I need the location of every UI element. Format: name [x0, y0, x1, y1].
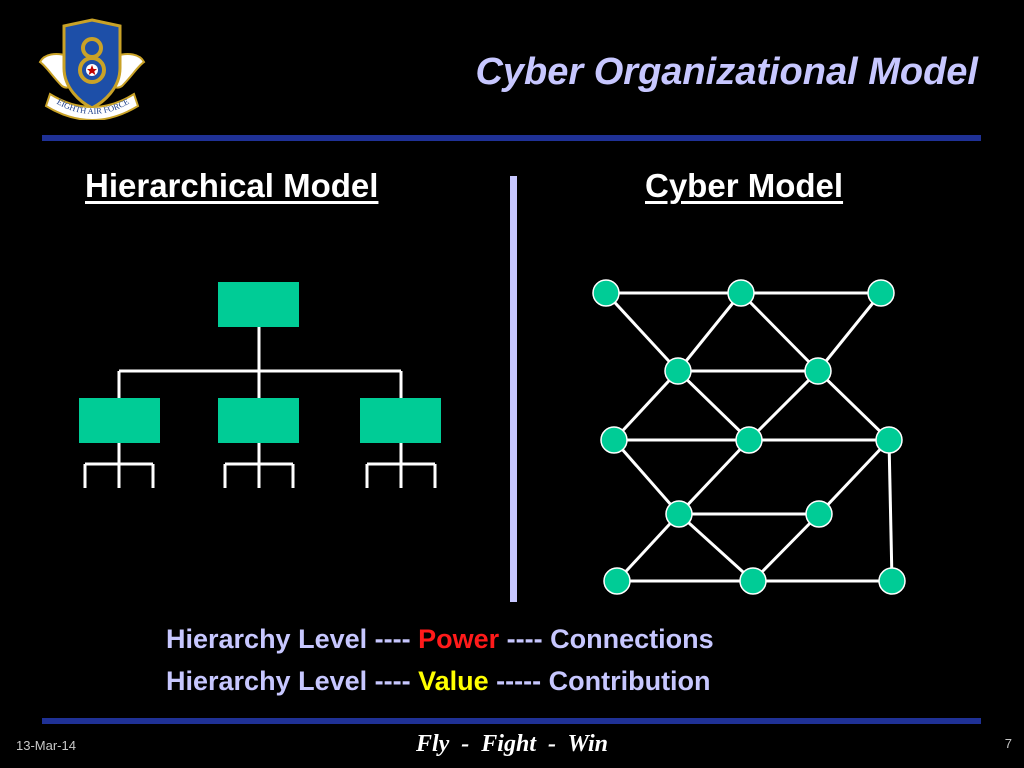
network-link — [615, 512, 681, 583]
network-link — [677, 512, 755, 583]
caption-prefix: Hierarchy Level ---- — [166, 666, 419, 696]
network-node — [804, 357, 832, 385]
network-node — [665, 500, 693, 528]
network-node — [875, 426, 903, 454]
network-link — [612, 439, 681, 515]
column-divider — [510, 176, 517, 602]
network-link — [887, 439, 894, 582]
caption-value: Hierarchy Level ---- Value ----- Contrib… — [166, 665, 711, 697]
network-link — [747, 369, 820, 442]
top-level-box — [218, 282, 299, 327]
hierarchical-model-heading: Hierarchical Model — [85, 167, 379, 204]
footer-rule — [42, 718, 981, 724]
network-node — [735, 426, 763, 454]
mid-level-box — [360, 398, 441, 443]
hierarchy-diagram — [79, 282, 441, 488]
footer-motto: Fly - Fight - Win — [415, 731, 609, 757]
network-node — [727, 279, 755, 307]
network-link — [676, 292, 743, 372]
slide-title: Cyber Organizational Model — [475, 51, 978, 93]
value-keyword: Value — [418, 666, 489, 696]
network-node — [878, 567, 906, 595]
caption-power: Hierarchy Level ---- Power ---- Connecti… — [166, 623, 714, 655]
network-link — [677, 438, 751, 516]
cyber-model-heading: Cyber Model — [645, 167, 844, 204]
network-link — [739, 291, 820, 373]
power-keyword: Power — [418, 624, 500, 654]
network-link — [676, 369, 751, 442]
caption-prefix: Hierarchy Level ---- — [166, 624, 419, 654]
footer-date: 13-Mar-14 — [16, 738, 76, 753]
header-rule — [42, 135, 981, 141]
network-link — [817, 438, 891, 516]
network-node — [592, 279, 620, 307]
network-node — [805, 500, 833, 528]
caption-suffix: ---- Connections — [499, 624, 714, 654]
network-node — [739, 567, 767, 595]
network-link — [612, 369, 680, 442]
network-node — [603, 567, 631, 595]
page-number: 7 — [1004, 736, 1012, 751]
eighth-air-force-emblem: EIGHTH AIR FORCE — [38, 18, 146, 120]
network-node — [664, 357, 692, 385]
network-link — [751, 512, 821, 583]
mid-level-box — [79, 398, 160, 443]
network-link — [816, 292, 883, 372]
network-node — [600, 426, 628, 454]
network-link — [816, 369, 891, 442]
caption-suffix: ----- Contribution — [488, 666, 711, 696]
mid-level-box — [218, 398, 299, 443]
scroll-banner — [44, 92, 140, 120]
network-link — [604, 291, 680, 373]
cyber-network-diagram — [592, 279, 906, 595]
network-node — [867, 279, 895, 307]
